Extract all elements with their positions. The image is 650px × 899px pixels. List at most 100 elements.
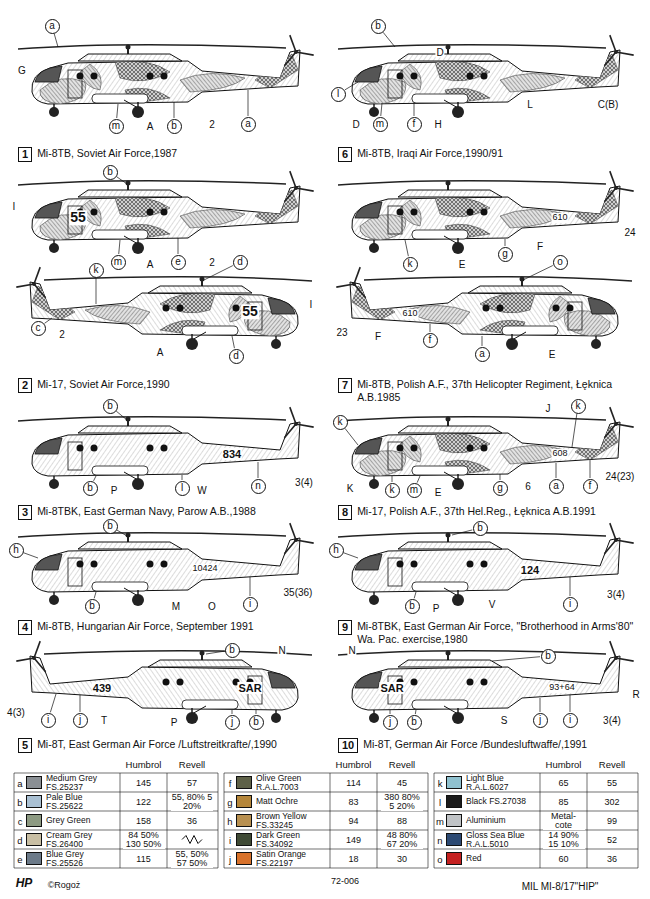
profile-title: Mi-8TBK, East German Navy, Parow A.B.,19… (37, 505, 318, 518)
marking-label: 610 (551, 213, 568, 223)
paint-number: 55, 50% 57 50% (171, 850, 213, 868)
cockpit-glazing (588, 298, 615, 314)
marking-label: 4(3) (6, 707, 26, 718)
callout-circle: l (331, 87, 346, 102)
legend-entry: Brown Yellow FS.33245 (236, 813, 328, 828)
camouflage-patch (85, 305, 150, 324)
legend-entry: Red (446, 851, 538, 866)
color-letter: g (227, 797, 232, 806)
wheel (49, 479, 59, 489)
leader-line (570, 695, 571, 712)
table-header: Revell (389, 760, 415, 769)
marking-label: 24 (623, 227, 636, 238)
leader-line (344, 553, 358, 558)
marking-label: E (434, 487, 443, 498)
callout-circle: j (533, 713, 548, 728)
leader-line (430, 324, 431, 332)
callout-circle: h (9, 543, 24, 558)
callout-circle: b (473, 521, 488, 536)
marking-label: SAR (237, 682, 262, 694)
callout-letter: k (390, 485, 395, 495)
wheel (132, 594, 144, 606)
window (483, 305, 490, 312)
leader-line (94, 476, 96, 481)
paint-number: 380 80% 5 20% (381, 793, 423, 811)
color-name: Satin Orange FS.22197 (256, 850, 328, 868)
main-rotor (44, 277, 312, 281)
callout-letter: b (107, 401, 113, 411)
marking-label: A (146, 121, 155, 132)
tail-rotor-blade (296, 424, 314, 427)
profile-caption: 7Mi-8TB, Polish A.F., 37th Helicopter Re… (338, 378, 638, 404)
wheel (186, 338, 198, 350)
marking-label: 124 (520, 564, 540, 576)
window (411, 679, 418, 686)
marking-label: V (488, 599, 497, 610)
fuselage (32, 538, 300, 592)
color-swatch (236, 795, 252, 808)
helicopter-profile (338, 35, 634, 118)
helicopter-profile (18, 171, 314, 254)
engine-cowling (78, 54, 182, 61)
rotor-hub (520, 277, 525, 282)
callout-letter: f (413, 119, 416, 129)
table-rule (434, 773, 435, 868)
marking-label: S (500, 715, 509, 726)
color-letter: c (18, 816, 23, 825)
cockpit-glazing (355, 66, 382, 82)
profile-title: Mi-8TBK, East German Air Force, "Brother… (357, 620, 638, 646)
window (147, 73, 154, 80)
profile-title: Mi-8TB, Polish A.F., 37th Helicopter Reg… (357, 378, 638, 404)
legend-entry: Cream Grey FS.26400 (26, 832, 118, 847)
callout-letter: l (337, 89, 339, 99)
leader-line (204, 266, 233, 280)
window (481, 561, 488, 568)
table-rule (224, 773, 225, 868)
tail-rotor-blade (290, 523, 296, 540)
legend-entry: Olive Green R.A.L.7003 (236, 775, 328, 790)
table-header: Revell (179, 760, 205, 769)
engine-cowling (148, 286, 252, 293)
tail-rotor-blade (610, 171, 616, 188)
callout-letter: m (112, 121, 120, 131)
marking-label: 55 (69, 210, 87, 225)
callout-circle: j (383, 715, 398, 730)
legend-entry: Satin Orange FS.22197 (236, 851, 328, 866)
callout-letter: e (175, 257, 181, 267)
leader-line (540, 698, 541, 712)
copyright: ©Rogoż (47, 881, 82, 891)
callout-circle: j (225, 715, 240, 730)
paint-number: 158 (136, 816, 151, 825)
profile-number: 9 (338, 620, 352, 635)
rotor-hub (200, 277, 205, 282)
leader-line (482, 336, 483, 346)
fuselage (352, 538, 620, 592)
rotor-hub (126, 181, 131, 186)
marking-label: M (171, 601, 181, 612)
callout-letter: h (13, 545, 19, 555)
helicopter-profile (16, 267, 312, 350)
wheel (271, 339, 281, 349)
color-swatch (446, 795, 462, 808)
fuel-tank (92, 230, 148, 239)
marking-label: T (100, 715, 108, 726)
marking-label: L (526, 99, 534, 110)
color-name: Dark Green FS.34092 (256, 831, 328, 849)
paint-number: 36 (187, 816, 197, 825)
leader-line (452, 530, 472, 535)
tail-rotor-blade (604, 540, 616, 554)
paint-number: 65 (558, 778, 568, 787)
leader-line (174, 102, 175, 118)
tail-rotor-blade (610, 641, 616, 658)
callout-circle: a (549, 479, 564, 494)
callout-circle: f (423, 333, 438, 348)
cockpit-glazing (355, 554, 382, 570)
callout-circle: k (89, 263, 104, 278)
leader-line (250, 577, 251, 596)
tail-rotor-blade (34, 284, 46, 298)
window (481, 73, 488, 80)
callout-circle: b (103, 165, 118, 180)
main-rotor (338, 417, 606, 421)
leader-line (390, 710, 391, 714)
fuselage (32, 422, 300, 476)
